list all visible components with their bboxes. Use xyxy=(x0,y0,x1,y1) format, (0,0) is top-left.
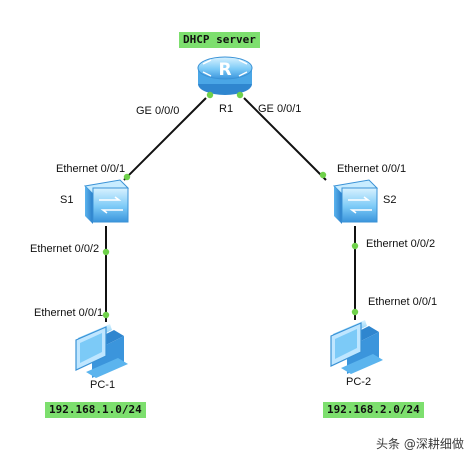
switch1-name: S1 xyxy=(60,194,74,206)
port-dot xyxy=(319,171,327,179)
switch2-name: S2 xyxy=(383,194,397,206)
port-dot xyxy=(351,308,359,316)
pc1-subnet-tag: 192.168.1.0/24 xyxy=(45,402,146,419)
port-dot xyxy=(102,311,110,319)
switch-icon[interactable] xyxy=(332,179,379,224)
switch1-port-down: Ethernet 0/0/2 xyxy=(30,243,100,255)
link-r1-s2 xyxy=(243,97,327,181)
port-dot xyxy=(206,91,214,99)
link-r1-s1 xyxy=(123,97,207,181)
router-icon[interactable]: R xyxy=(197,56,253,95)
switch2-port-up: Ethernet 0/0/1 xyxy=(337,163,407,175)
pc2-subnet-tag: 192.168.2.0/24 xyxy=(323,402,424,419)
router-port-left: GE 0/0/0 xyxy=(136,105,180,117)
router-name: R1 xyxy=(219,103,234,115)
port-dot xyxy=(102,248,110,256)
switch1-port-up: Ethernet 0/0/1 xyxy=(56,163,126,175)
pc-icon[interactable] xyxy=(75,324,128,378)
pc1-port: Ethernet 0/0/1 xyxy=(34,307,104,319)
port-dot xyxy=(123,173,131,181)
watermark: 头条 @深耕细做 xyxy=(376,437,464,451)
dhcp-server-tag: DHCP server xyxy=(179,32,260,49)
pc2-port: Ethernet 0/0/1 xyxy=(368,296,438,308)
pc2-name: PC-2 xyxy=(346,376,372,388)
pc-icon[interactable] xyxy=(330,320,383,374)
port-dot xyxy=(351,242,359,250)
switch-icon[interactable] xyxy=(83,179,130,224)
svg-text:R: R xyxy=(218,60,231,80)
router-port-right: GE 0/0/1 xyxy=(258,103,302,115)
pc1-name: PC-1 xyxy=(90,379,116,391)
switch2-port-down: Ethernet 0/0/2 xyxy=(366,238,436,250)
port-dot xyxy=(236,91,244,99)
